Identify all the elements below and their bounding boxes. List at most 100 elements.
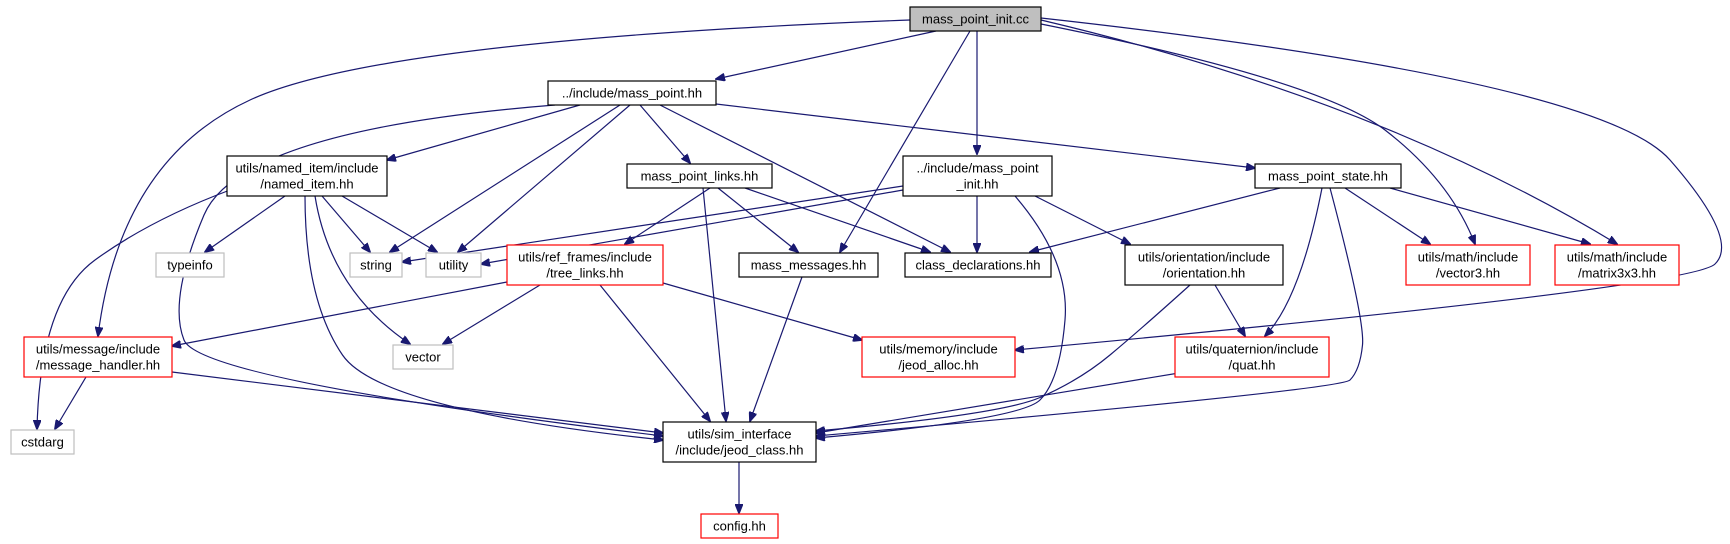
edge-named_item_hh-to-cstdarg [37,189,231,429]
node-label-cstdarg-line0: cstdarg [21,435,64,450]
edge-include_mass_point_hh-to-jeod_class_hh [178,104,663,436]
edge-mass_point_init_cc-to-include_mass_point_hh [716,30,937,79]
node-box-named_item_hh [226,155,388,197]
node-box-utility [425,252,482,278]
edge-named_item_hh-to-jeod_class_hh [304,195,663,440]
node-label-matrix3x3_hh-line1: /matrix3x3.hh [1578,266,1656,281]
edge-include_mass_point_init_hh-to-jeod_class_hh [816,195,1067,438]
node-typeinfo: typeinfo [155,252,225,278]
node-include_mass_point_hh[interactable]: ../include/mass_point.hh [547,80,717,106]
edge-include_mass_point_hh-to-mass_point_state_hh [715,103,1255,168]
node-label-include_mass_point_init_hh-line0: ../include/mass_point [916,161,1039,176]
node-box-mass_point_state_hh [1254,163,1402,189]
node-label-named_item_hh-line1: /named_item.hh [260,177,353,192]
node-tree_links_hh[interactable]: utils/ref_frames/include/tree_links.hh [506,244,664,286]
node-label-message_handler_hh-line1: /message_handler.hh [36,358,160,373]
edge-mass_point_links_hh-to-jeod_class_hh [702,187,726,421]
node-label-orientation_hh-line1: /orientation.hh [1163,266,1245,281]
edge-mass_point_links_hh-to-mass_messages_hh [717,187,798,252]
node-jeod_class_hh[interactable]: utils/sim_interface/include/jeod_class.h… [662,421,817,463]
node-label-mass_point_init_cc-line0: mass_point_init.cc [922,12,1029,27]
node-label-tree_links_hh-line1: /tree_links.hh [546,266,623,281]
node-label-vector3_hh-line0: utils/math/include [1418,250,1518,265]
node-box-config_hh [700,513,779,539]
node-vector3_hh[interactable]: utils/math/include/vector3.hh [1405,244,1531,286]
node-box-typeinfo [155,252,225,278]
node-mass_point_state_hh[interactable]: mass_point_state.hh [1254,163,1402,189]
edge-include_mass_point_hh-to-mass_point_links_hh [639,104,690,163]
edge-mass_point_init_cc-to-mass_messages_hh [840,30,971,252]
file-nodes: mass_point_init.cc ../include/mass_point.… [10,6,1680,539]
edge-orientation_hh-to-quat_hh [1214,284,1245,336]
edge-mass_point_state_hh-to-quat_hh [1265,187,1323,336]
node-mass_messages_hh[interactable]: mass_messages.hh [738,252,879,278]
edge-include_mass_point_init_hh-to-orientation_hh [1034,195,1130,244]
node-box-class_declarations_hh [904,252,1052,278]
node-utility: utility [425,252,482,278]
edge-mass_point_state_hh-to-vector3_hh [1344,187,1430,244]
edge-mass_point_state_hh-to-jeod_class_hh [816,187,1364,436]
edge-orientation_hh-to-jeod_class_hh [816,284,1191,431]
node-box-mass_point_init_cc [909,6,1042,32]
node-label-vector3_hh-line1: /vector3.hh [1436,266,1500,281]
node-label-tree_links_hh-line0: utils/ref_frames/include [518,250,652,265]
edge-include_mass_point_init_hh-to-string [402,185,904,262]
node-mass_point_init_cc[interactable]: mass_point_init.cc [909,6,1042,32]
node-jeod_alloc_hh[interactable]: utils/memory/include/jeod_alloc.hh [861,336,1016,378]
node-box-vector [392,344,454,370]
node-include_mass_point_init_hh[interactable]: ../include/mass_point_init.hh [902,155,1053,197]
node-box-mass_point_links_hh [626,163,773,189]
edge-named_item_hh-to-vector [314,195,410,344]
edge-mass_point_init_cc-to-vector3_hh [1040,23,1475,244]
node-box-mass_messages_hh [738,252,879,278]
node-label-mass_point_links_hh-line0: mass_point_links.hh [641,169,759,184]
node-matrix3x3_hh[interactable]: utils/math/include/matrix3x3.hh [1554,244,1680,286]
edge-quat_hh-to-jeod_class_hh [816,371,1186,433]
edge-include_mass_point_hh-to-string [390,104,621,252]
edge-mass_point_links_hh-to-class_declarations_hh [744,187,930,252]
node-label-message_handler_hh-line0: utils/message/include [36,342,160,357]
edge-mass_point_init_cc-to-jeod_alloc_hh [1015,17,1723,350]
edge-tree_links_hh-to-jeod_class_hh [599,284,710,421]
node-label-mass_messages_hh-line0: mass_messages.hh [751,258,867,273]
node-label-include_mass_point_hh-line0: ../include/mass_point.hh [562,86,702,101]
node-box-matrix3x3_hh [1554,244,1680,286]
node-named_item_hh[interactable]: utils/named_item/include/named_item.hh [226,155,388,197]
node-class_declarations_hh[interactable]: class_declarations.hh [904,252,1052,278]
node-label-named_item_hh-line0: utils/named_item/include [235,161,378,176]
node-label-quat_hh-line1: /quat.hh [1229,358,1276,373]
node-box-message_handler_hh [23,336,173,378]
node-quat_hh[interactable]: utils/quaternion/include/quat.hh [1174,336,1330,378]
edge-mass_point_init_cc-to-matrix3x3_hh [1040,19,1617,244]
edge-message_handler_hh-to-cstdarg [55,376,87,429]
edge-mass_point_state_hh-to-matrix3x3_hh [1389,187,1590,244]
node-box-tree_links_hh [506,244,664,286]
node-label-utility-line0: utility [439,258,469,273]
edge-named_item_hh-to-utility [341,195,437,252]
node-label-jeod_class_hh-line0: utils/sim_interface [687,427,791,442]
node-label-orientation_hh-line0: utils/orientation/include [1138,250,1270,265]
edge-tree_links_hh-to-message_handler_hh [172,281,508,346]
node-message_handler_hh[interactable]: utils/message/include/message_handler.hh [23,336,173,378]
node-label-vector-line0: vector [405,350,441,365]
edge-mass_point_state_hh-to-class_declarations_hh [1030,187,1281,252]
node-label-matrix3x3_hh-line0: utils/math/include [1567,250,1667,265]
node-box-quat_hh [1174,336,1330,378]
node-box-jeod_class_hh [662,421,817,463]
node-label-jeod_alloc_hh-line1: /jeod_alloc.hh [898,358,978,373]
node-string: string [349,252,403,278]
node-config_hh[interactable]: config.hh [700,513,779,539]
node-label-jeod_alloc_hh-line0: utils/memory/include [879,342,998,357]
edge-named_item_hh-to-typeinfo [205,195,286,252]
node-label-jeod_class_hh-line1: /include/jeod_class.hh [676,443,804,458]
edge-include_mass_point_hh-to-utility [458,104,631,252]
node-box-string [349,252,403,278]
dependency-edges [37,17,1723,513]
node-orientation_hh[interactable]: utils/orientation/include/orientation.hh [1124,244,1284,286]
edge-mass_messages_hh-to-jeod_class_hh [750,276,803,421]
node-label-mass_point_state_hh-line0: mass_point_state.hh [1268,169,1388,184]
node-box-cstdarg [10,429,75,455]
node-mass_point_links_hh[interactable]: mass_point_links.hh [626,163,773,189]
node-label-typeinfo-line0: typeinfo [167,258,213,273]
